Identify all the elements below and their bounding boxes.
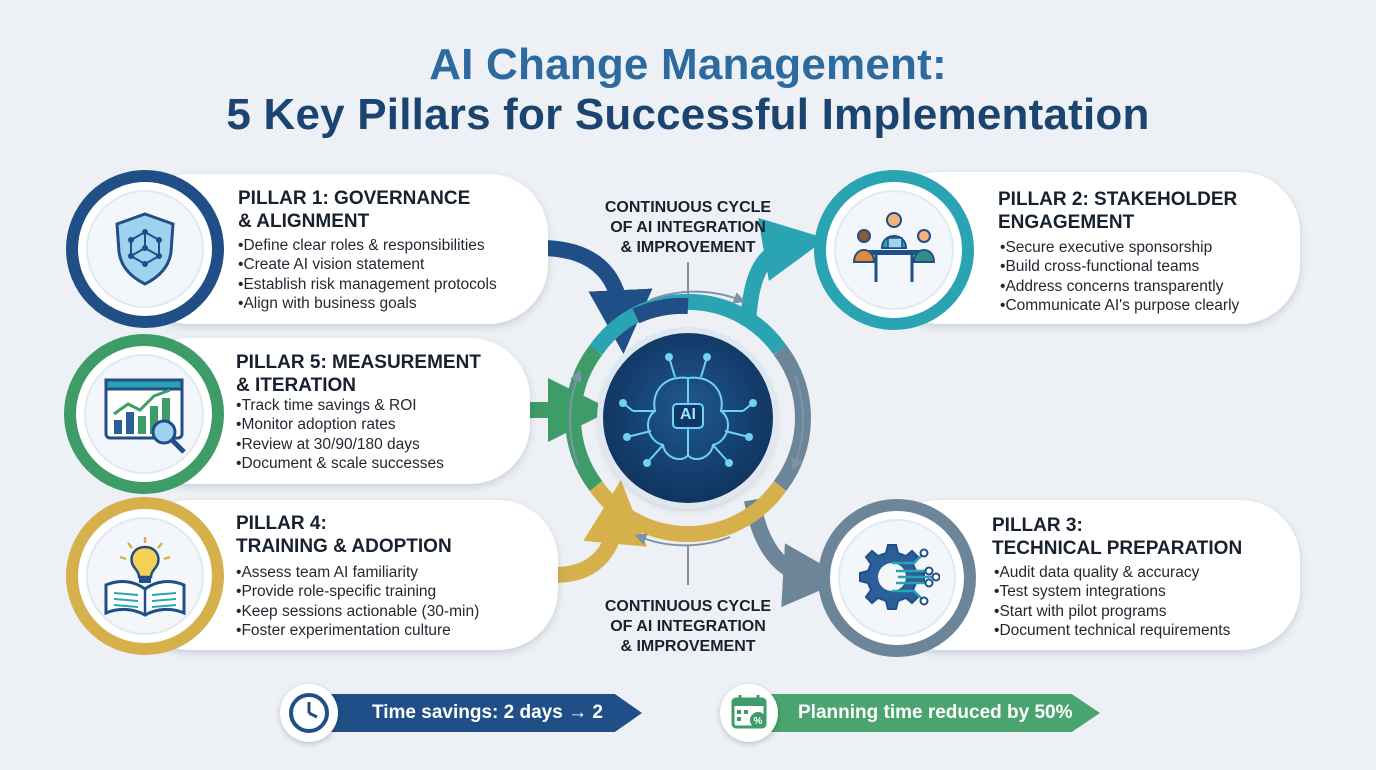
page-title-line1: AI Change Management: [429,40,947,89]
list-item: Provide role-specific training [236,582,479,601]
pillar-4-title-line1: PILLAR 4: [236,513,327,534]
list-item: Keep sessions actionable (30-min) [236,602,479,621]
svg-text:%: % [754,716,763,727]
pillar-3-badge [818,499,976,657]
cycle-label-bottom: CONTINUOUS CYCLE OF AI INTEGRATION & IMP… [578,597,798,657]
pillar-2-title: PILLAR 2: STAKEHOLDER ENGAGEMENT [998,188,1237,234]
cycle-arrow-left [568,369,582,466]
list-item: Monitor adoption rates [236,415,444,434]
planning-time-text: Planning time reduced by 50% [798,702,1073,723]
cycle-label-bottom-line1: CONTINUOUS CYCLE [604,598,772,615]
ai-brain-icon [619,353,757,467]
time-savings-text: Time savings: 2 days → 2 hours [302,702,603,761]
list-item: Assess team AI familiarity [236,563,479,582]
pillar-3-title-line1: PILLAR 3: [992,515,1083,536]
pillar-1-badge [66,170,224,328]
pillar-5-bullets: Track time savings & ROI Monitor adoptio… [236,396,444,473]
pillar-1-title: PILLAR 1: GOVERNANCE & ALIGNMENT [238,187,470,233]
list-item: Foster experimentation culture [236,621,479,640]
pillar-1-bullets: Define clear roles & responsibilities Cr… [238,236,497,313]
chart-magnifier-icon [104,378,186,454]
gear-circuit-icon [859,544,940,610]
pillar-4-bullets: Assess team AI familiarity Provide role-… [236,563,479,640]
list-item: Address concerns transparently [1000,277,1239,296]
pillar-4-title: PILLAR 4: TRAINING & ADOPTION [236,512,452,558]
list-item: Define clear roles & responsibilities [238,236,497,255]
pillar-1-title-line1: PILLAR 1: GOVERNANCE [238,188,471,209]
cycle-label-bottom-line2: OF AI INTEGRATION [610,618,766,635]
list-item: Review at 30/90/180 days [236,435,444,454]
list-item: Track time savings & ROI [236,396,444,415]
list-item: Create AI vision statement [238,255,497,274]
connector-arrow-p4 [554,480,647,583]
list-item: Establish risk management protocols [238,275,496,294]
list-item: Align with business goals [238,294,497,313]
cycle-label-top-line3: & IMPROVEMENT [620,239,756,256]
pillar-1-title-line2: & ALIGNMENT [238,211,370,232]
cycle-label-top-line2: OF AI INTEGRATION [610,219,766,236]
list-item: Secure executive sponsorship [1000,238,1239,257]
page-title-line2: 5 Key Pillars for Successful Implementat… [226,90,1150,139]
pillar-2-title-line2: ENGAGEMENT [998,212,1135,233]
shield-network-icon [115,212,175,286]
planning-time-badge: % [720,684,778,742]
time-savings-banner: Time savings: 2 days → 2 hours [302,694,642,732]
cycle-arrow-bottom [634,533,731,547]
pillar-2-bullets: Secure executive sponsorship Build cross… [1000,238,1239,315]
pillar-3-bullets: Audit data quality & accuracy Test syste… [994,563,1230,640]
cycle-arrow-top [649,290,746,304]
book-lightbulb-icon [104,537,186,617]
list-item: Start with pilot programs [994,602,1230,621]
pillar-5-badge [64,334,224,494]
pillar-5-title: PILLAR 5: MEASUREMENT & ITERATION [236,351,481,397]
cycle-label-top: CONTINUOUS CYCLE OF AI INTEGRATION & IMP… [578,198,798,258]
time-savings-badge [280,684,338,742]
hub-ring-bottom [589,481,787,543]
cycle-arrow-right [791,374,805,471]
clock-icon [289,693,329,733]
cycle-label-top-line1: CONTINUOUS CYCLE [604,199,772,216]
pillar-4-title-line2: TRAINING & ADOPTION [236,536,452,557]
calendar-percent-icon: % [731,695,767,729]
hub-ring-left [565,345,603,491]
ai-brain-hub: AI [603,333,773,503]
pillar-4-badge [66,497,224,655]
pillar-2-title-line1: PILLAR 2: STAKEHOLDER [998,189,1238,210]
pillar-2-badge [814,170,974,330]
pillar-3-title: PILLAR 3: TECHNICAL PREPARATION [992,514,1242,560]
team-meeting-icon [852,212,936,282]
connector-arrow-p1 [544,240,653,354]
list-item: Document & scale successes [236,454,443,473]
pillar-5-title-line1: PILLAR 5: MEASUREMENT [236,352,481,373]
cycle-label-bottom-line3: & IMPROVEMENT [620,638,756,655]
list-item: Audit data quality & accuracy [994,563,1230,582]
planning-time-banner: Planning time reduced by 50% [746,694,1100,732]
list-item: Communicate AI's purpose clearly [1000,296,1239,315]
list-item: Build cross-functional teams [1000,257,1239,276]
list-item: Document technical requirements [994,621,1230,640]
pillar-5-title-line2: & ITERATION [236,375,356,396]
hub-ring-right [773,345,811,491]
hub-label: AI [680,406,696,423]
list-item: Test system integrations [994,582,1230,601]
pillar-3-title-line2: TECHNICAL PREPARATION [992,538,1243,559]
